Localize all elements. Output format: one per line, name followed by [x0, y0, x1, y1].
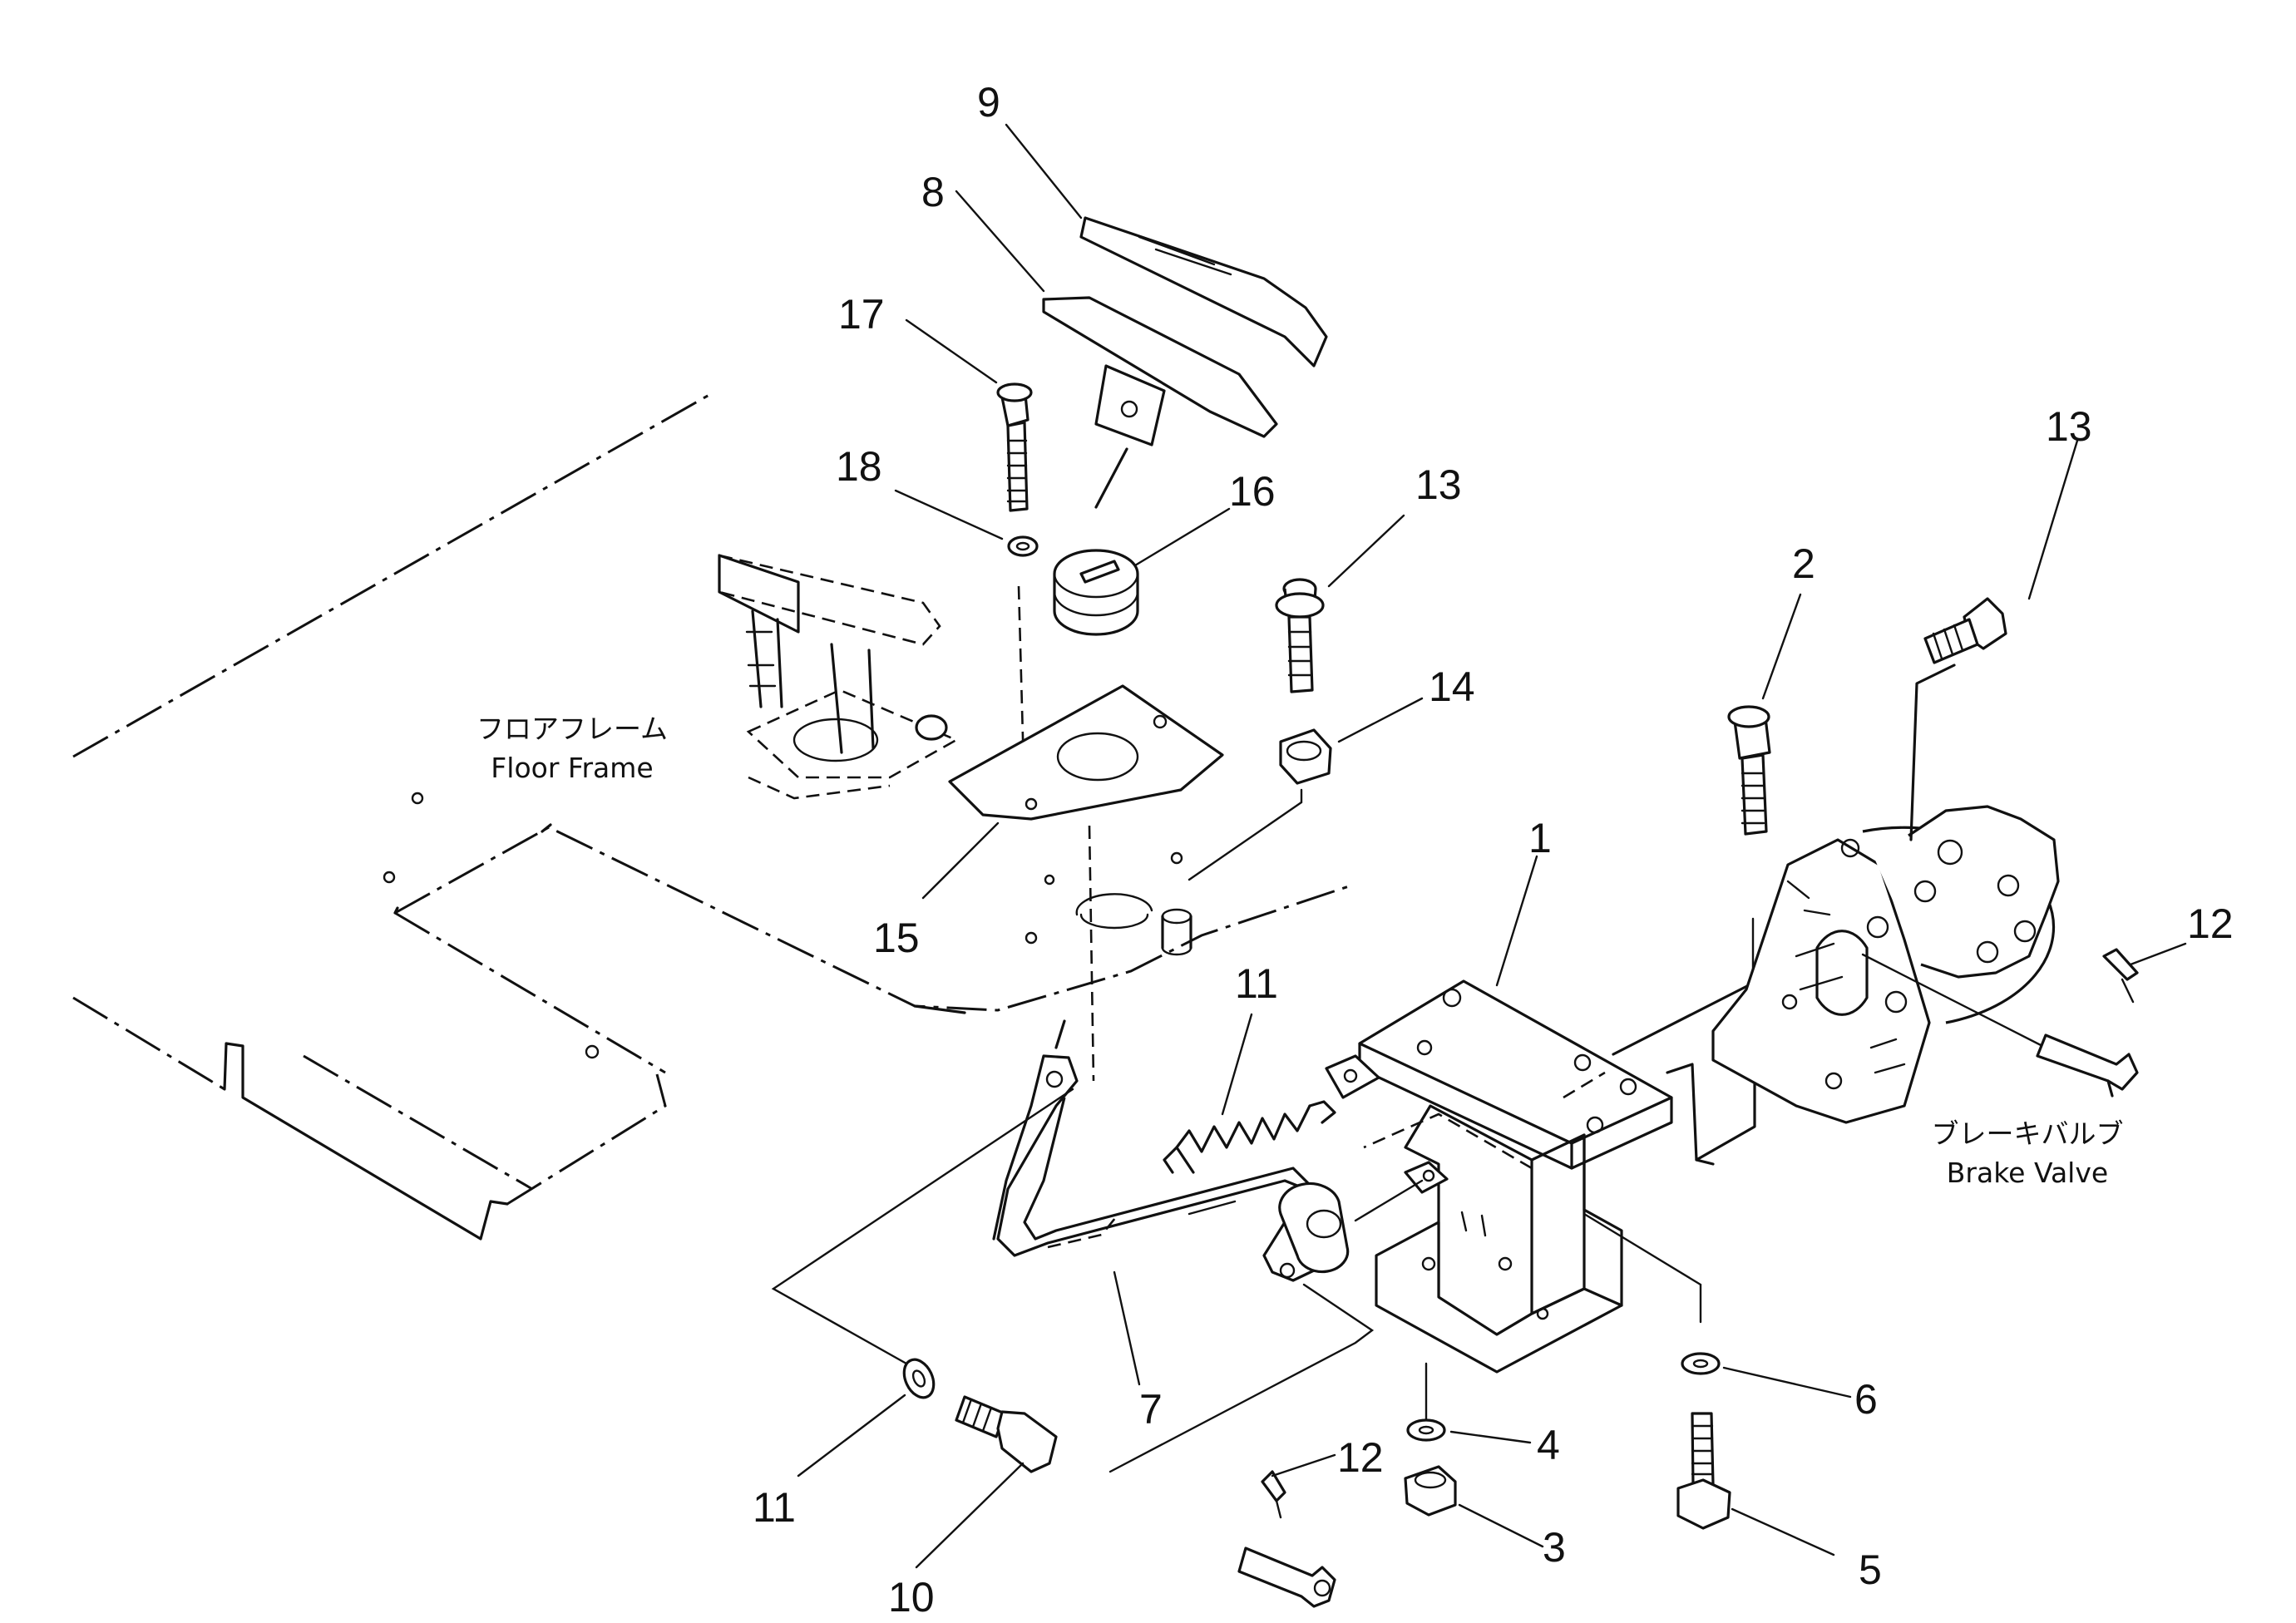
callout-18: 16 [1229, 468, 1276, 515]
pedal-arm-7 [771, 1019, 1424, 1473]
floor-frame-label-en: Floor Frame [491, 752, 653, 784]
washer-4 [1406, 1418, 1446, 1442]
bolt-19 [996, 382, 1033, 512]
callout-13-bottom: 12 [1337, 1434, 1384, 1481]
part-numbers: 9 8 17 18 16 13 14 15 1 2 13 12 11 7 11 … [753, 79, 2234, 1621]
callout-20: 18 [836, 443, 882, 490]
bracket-1 [1325, 979, 1702, 1423]
bolt-14 [1909, 597, 2007, 841]
existing-pedal [718, 554, 959, 800]
nut-16 [1188, 728, 1332, 881]
callout-3: 3 [1543, 1524, 1566, 1571]
cotter-pin-13-bottom [1261, 1470, 1286, 1519]
washer-11 [902, 1358, 936, 1399]
floor-frame [72, 391, 1352, 1241]
callout-15: 13 [1415, 461, 1462, 508]
spring-12 [1163, 1100, 1336, 1216]
pin-13-right [1861, 948, 2139, 1098]
brake-valve-label-jp: ブレーキバルブ [1932, 1117, 2124, 1150]
floor-frame-label-jp: フロアフレーム [476, 713, 668, 745]
callout-17: 15 [873, 915, 920, 961]
callout-4: 4 [1537, 1422, 1560, 1468]
callout-6: 6 [1854, 1376, 1878, 1423]
pedal-pad-8 [1042, 296, 1278, 509]
brake-valve [1711, 805, 2060, 1124]
callout-16: 14 [1429, 664, 1475, 710]
bolt-10 [955, 1395, 1058, 1473]
bolt-5 [1676, 1412, 1731, 1530]
grommet-18 [1053, 549, 1139, 636]
nut-3 [1404, 1465, 1457, 1517]
callout-10: 10 [888, 1574, 935, 1621]
callout-1: 1 [1528, 815, 1552, 861]
callout-11: 11 [753, 1484, 796, 1531]
stud-15 [1275, 578, 1325, 693]
callout-5: 5 [1859, 1547, 1882, 1593]
callout-7: 7 [1139, 1386, 1163, 1433]
pin-13-bottom [1237, 1547, 1336, 1608]
bolt-2 [1727, 705, 1771, 1008]
leader-lines [797, 123, 2187, 1569]
callout-14: 13 [2046, 403, 2092, 450]
callout-9: 9 [977, 79, 1000, 126]
callout-19: 17 [838, 291, 885, 338]
callout-2: 2 [1792, 540, 1815, 587]
brake-valve-label-en: Brake Valve [1947, 1157, 2108, 1189]
pedal-pad-cover-9 [1079, 216, 1328, 368]
callout-8: 8 [921, 169, 945, 215]
callout-12: 11 [1235, 960, 1278, 1007]
gasket-plate-17 [948, 684, 1224, 1082]
callout-13-right: 12 [2187, 900, 2234, 947]
washer-6 [1681, 1352, 1721, 1375]
